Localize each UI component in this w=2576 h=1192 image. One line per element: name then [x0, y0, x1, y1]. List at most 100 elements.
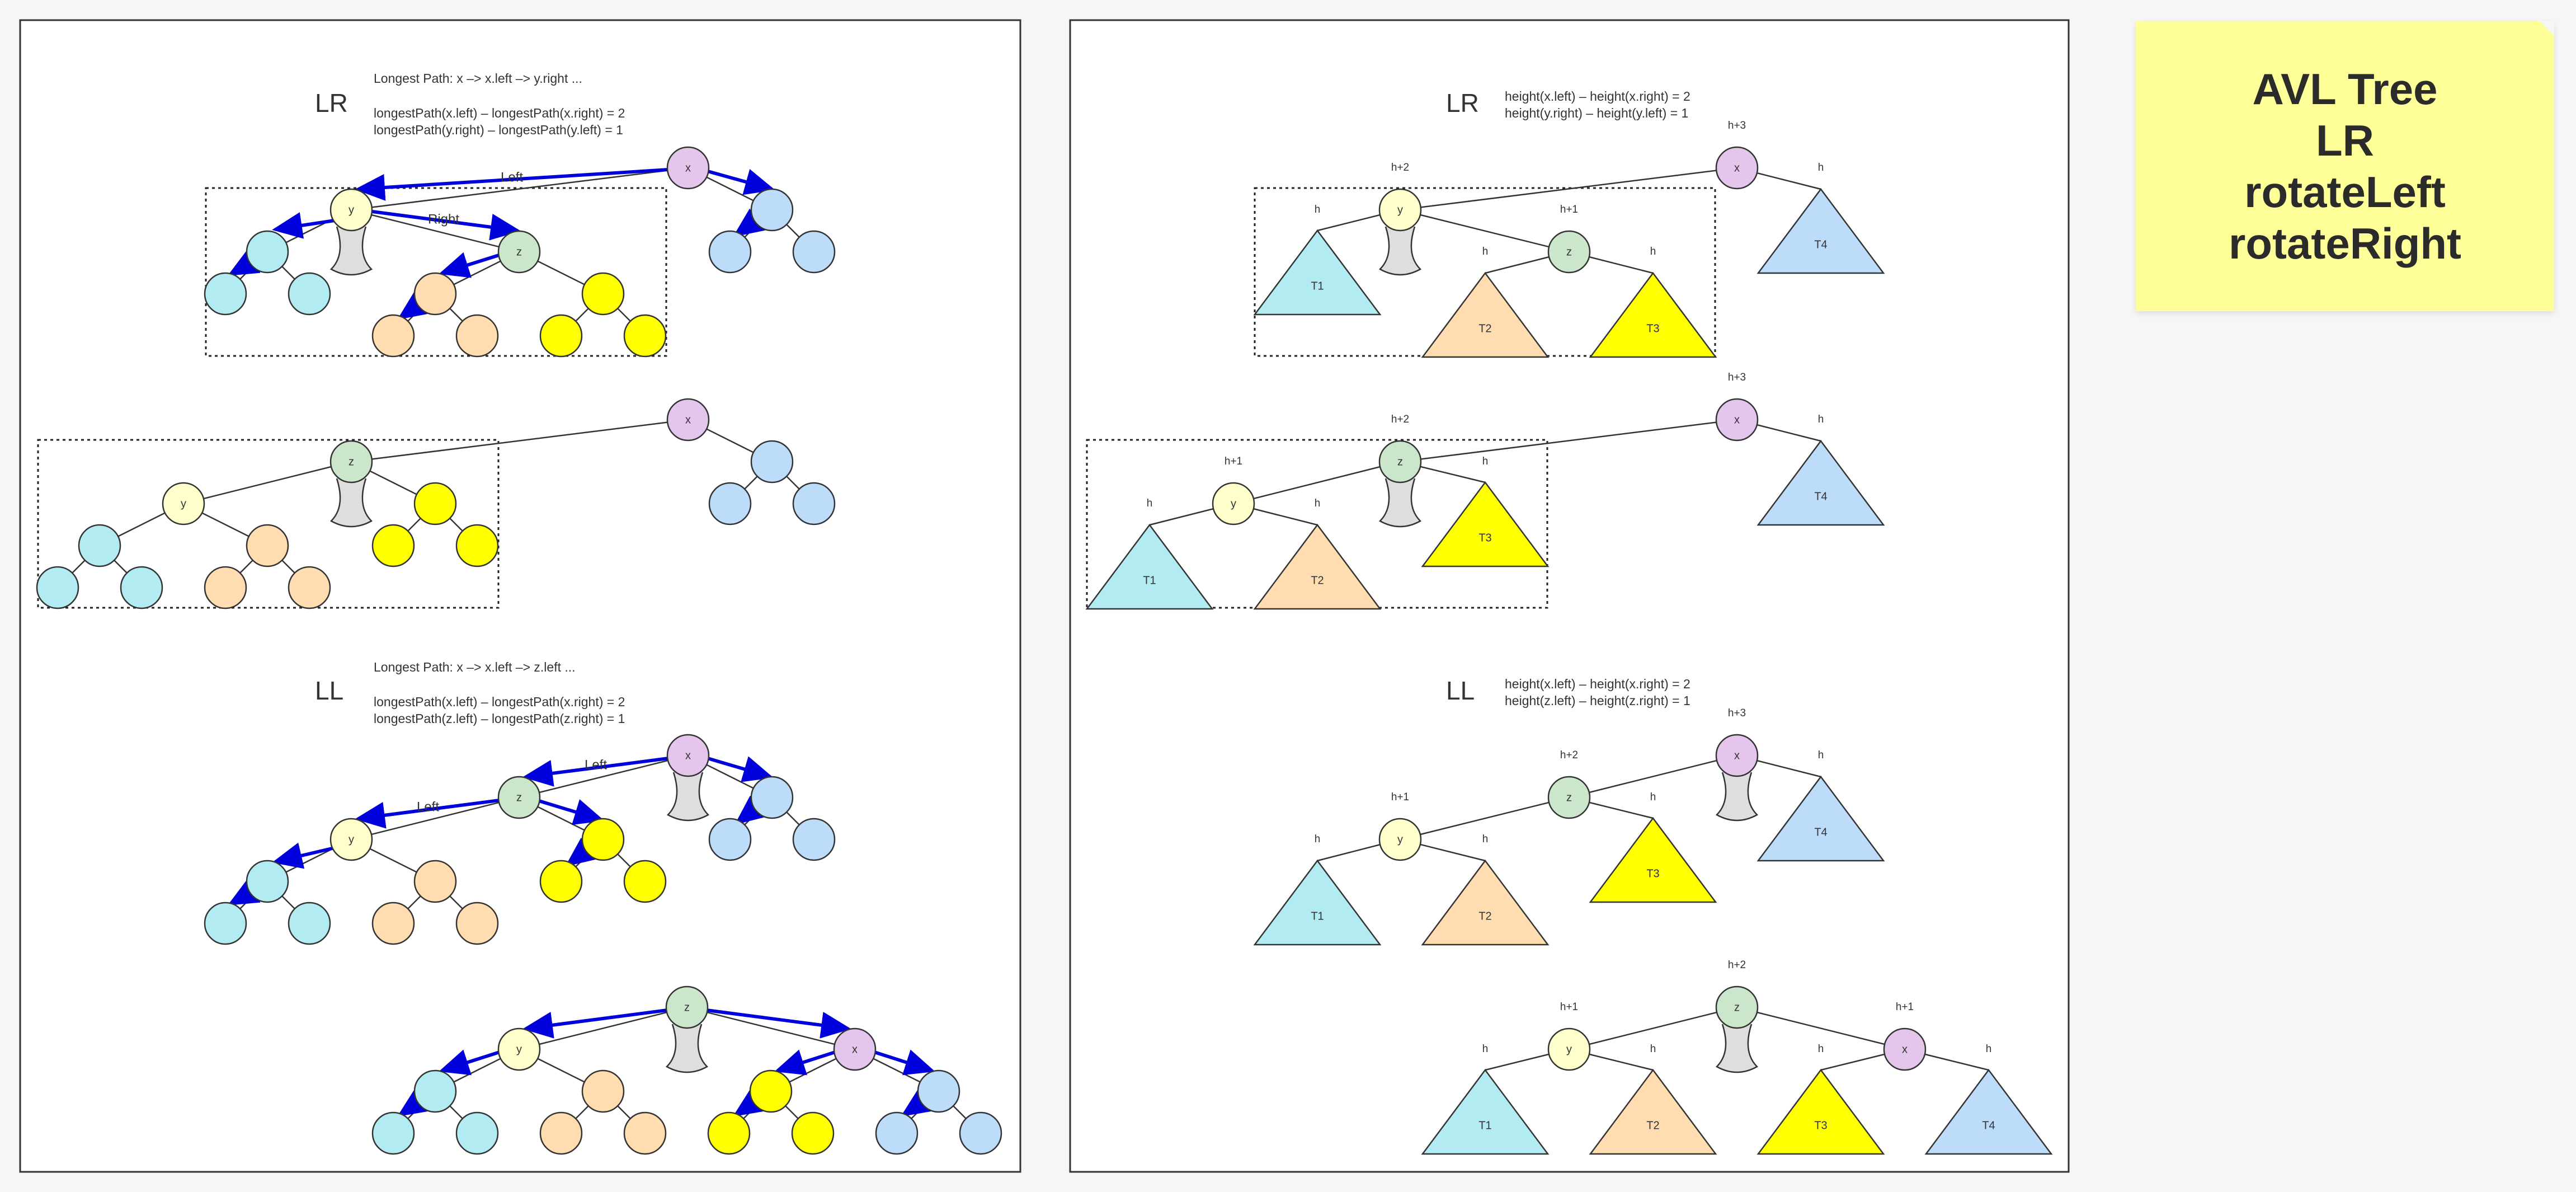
tree-edge [351, 209, 520, 253]
left-panel [19, 19, 1021, 1173]
null-subtree [666, 772, 710, 822]
subtree-T2-label: T2 [1646, 1119, 1659, 1132]
subtree-T1 [1085, 523, 1214, 610]
height-label: h [1482, 456, 1489, 467]
arrow-label-right: Right [428, 212, 459, 227]
leaf-node [791, 1111, 835, 1155]
leaf-node [875, 1111, 919, 1155]
subtree-T2-label: T2 [1478, 910, 1491, 922]
leaf-node [204, 902, 247, 945]
tree-edge [519, 1006, 687, 1050]
height-label: h [1986, 1043, 1992, 1055]
path-arrow [272, 842, 335, 869]
right-lr-heading: LR [1446, 88, 1479, 118]
height-label: h+2 [1728, 959, 1746, 971]
leaf-node [455, 1111, 499, 1155]
height-label: h [1315, 833, 1321, 845]
node-z-label: z [684, 1001, 690, 1013]
subtree-T4-label: T4 [1814, 826, 1827, 838]
leaf-node [539, 860, 583, 903]
path-arrow [774, 1049, 836, 1076]
left-lr-heading: LR [315, 88, 348, 118]
height-label: h [1482, 246, 1489, 257]
node-x [666, 146, 710, 190]
sticky-note: AVL Tree LR rotateLeft rotateRight [2136, 21, 2554, 311]
node-y-label: y [349, 833, 354, 846]
path-arrow [522, 757, 669, 787]
node-y-label: y [516, 1043, 522, 1055]
left-ll-desc-3: longestPath(z.left) – longestPath(z.righ… [374, 711, 625, 726]
height-label: h+2 [1391, 414, 1409, 425]
subtree-T1 [1253, 229, 1382, 316]
node-y [329, 188, 373, 232]
rotation-path-arrows [227, 168, 935, 1117]
subtree-T1-label: T1 [1143, 574, 1156, 586]
height-label: h [1650, 246, 1656, 257]
height-label: h [1818, 749, 1824, 761]
sticky-line-1: AVL Tree [2252, 64, 2438, 114]
left-lr-desc-2: longestPath(x.left) – longestPath(x.righ… [374, 106, 625, 120]
height-label: h+2 [1560, 749, 1578, 761]
subtree-T3 [1421, 481, 1550, 567]
node-x [833, 1027, 877, 1071]
right-ll-desc-2: height(z.left) – height(z.right) = 1 [1505, 693, 1690, 708]
null-subtree [1715, 772, 1759, 822]
subtree-T3-label: T3 [1646, 322, 1659, 335]
node-x-label: x [1734, 162, 1740, 174]
node-y-label: y [1397, 204, 1403, 216]
leaf-node [455, 902, 499, 945]
tree-edge [1400, 167, 1737, 211]
node-y [1212, 482, 1255, 525]
subtree-T1-label: T1 [1311, 910, 1324, 922]
sticky-line-2: LR [2316, 116, 2374, 165]
node-z [1547, 230, 1591, 274]
subtree-node [917, 1069, 960, 1113]
height-label: h+2 [1391, 162, 1409, 173]
subtree-box-2 [37, 439, 500, 609]
node-x [1883, 1027, 1927, 1071]
subtree-T1 [1253, 859, 1382, 946]
right-ll-desc-1: height(x.left) – height(x.right) = 2 [1505, 677, 1690, 691]
node-z [1715, 985, 1759, 1029]
subtree-T3-label: T3 [1646, 867, 1659, 880]
leaf-node [120, 566, 163, 609]
leaf-node [959, 1111, 1002, 1155]
leaf-node [204, 566, 247, 609]
subtree-box-4 [1086, 439, 1548, 609]
leaf-node [371, 902, 415, 945]
subtree-node [246, 524, 289, 567]
leaf-node [708, 818, 752, 861]
subtree-box-1 [205, 187, 667, 357]
height-label: h [1650, 791, 1656, 803]
node-z-label: z [1566, 246, 1572, 258]
subtree-T2 [1253, 523, 1382, 610]
node-y [329, 818, 373, 861]
node-y [1547, 1027, 1591, 1071]
tree-edge [1569, 1006, 1737, 1050]
leaf-node [792, 818, 836, 861]
subtree-node [246, 860, 289, 903]
node-z [497, 230, 541, 274]
subtree-T1-label: T1 [1311, 280, 1324, 292]
arrow-label-left: Left [501, 170, 523, 185]
subtree-T1 [1421, 1068, 1550, 1155]
leaf-node [708, 230, 752, 274]
subtree-T4 [1756, 775, 1885, 862]
subtree-node [581, 1069, 625, 1113]
node-z [1378, 440, 1422, 484]
node-z [497, 776, 541, 819]
subtree-T4-label: T4 [1982, 1119, 1995, 1132]
leaf-node [708, 482, 752, 525]
node-x-label: x [1902, 1043, 1908, 1055]
node-y-label: y [181, 498, 186, 510]
null-subtree [1378, 226, 1422, 276]
height-label: h [1482, 1043, 1489, 1055]
tree-edge [351, 796, 520, 841]
left-lr-desc-1: Longest Path: x –> x.left –> y.right ... [374, 71, 582, 86]
height-label: h+3 [1728, 707, 1746, 719]
path-arrow [706, 1008, 851, 1039]
path-arrow [371, 210, 521, 241]
leaf-node [288, 566, 331, 609]
right-panel [1069, 19, 2070, 1173]
sticky-line-3: rotateLeft [2244, 167, 2446, 217]
